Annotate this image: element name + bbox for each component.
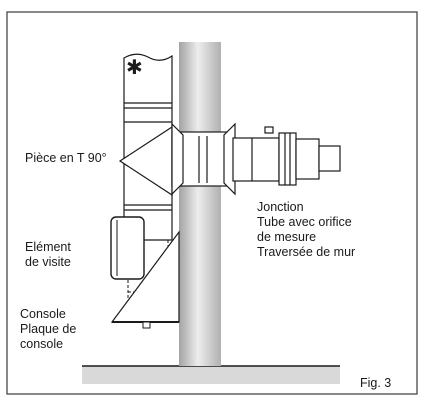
label-tee-piece: Pièce en T 90° [25,151,107,165]
horizontal-flue-pipe [171,122,341,196]
label-inspection-line-2: de visite [25,255,71,269]
label-console-line-2: Plaque de [20,322,77,336]
label-measuring-tube-2: de mesure [257,230,317,244]
label-inspection-line-1: Elément [25,240,71,254]
label-console: Console Plaque de console [20,307,76,352]
inspection-door [110,216,145,280]
figure-caption: Fig. 3 [360,376,392,390]
label-wall-passage: Traversée de mur [257,245,356,259]
asterisk-marker: ✱ [126,55,143,79]
floor-slab [82,366,340,384]
label-measuring-tube-1: Tube avec orifice [257,215,352,229]
figure-frame [6,11,418,395]
label-inspection-element: Elément de visite [25,240,71,270]
wall [179,42,221,366]
console-plate [110,230,180,329]
label-junction: Jonction [257,200,304,214]
label-right-stack: Jonction Tube avec orifice de mesure Tra… [257,200,355,260]
label-console-line-1: Console [20,307,66,321]
label-console-line-3: console [20,337,64,351]
